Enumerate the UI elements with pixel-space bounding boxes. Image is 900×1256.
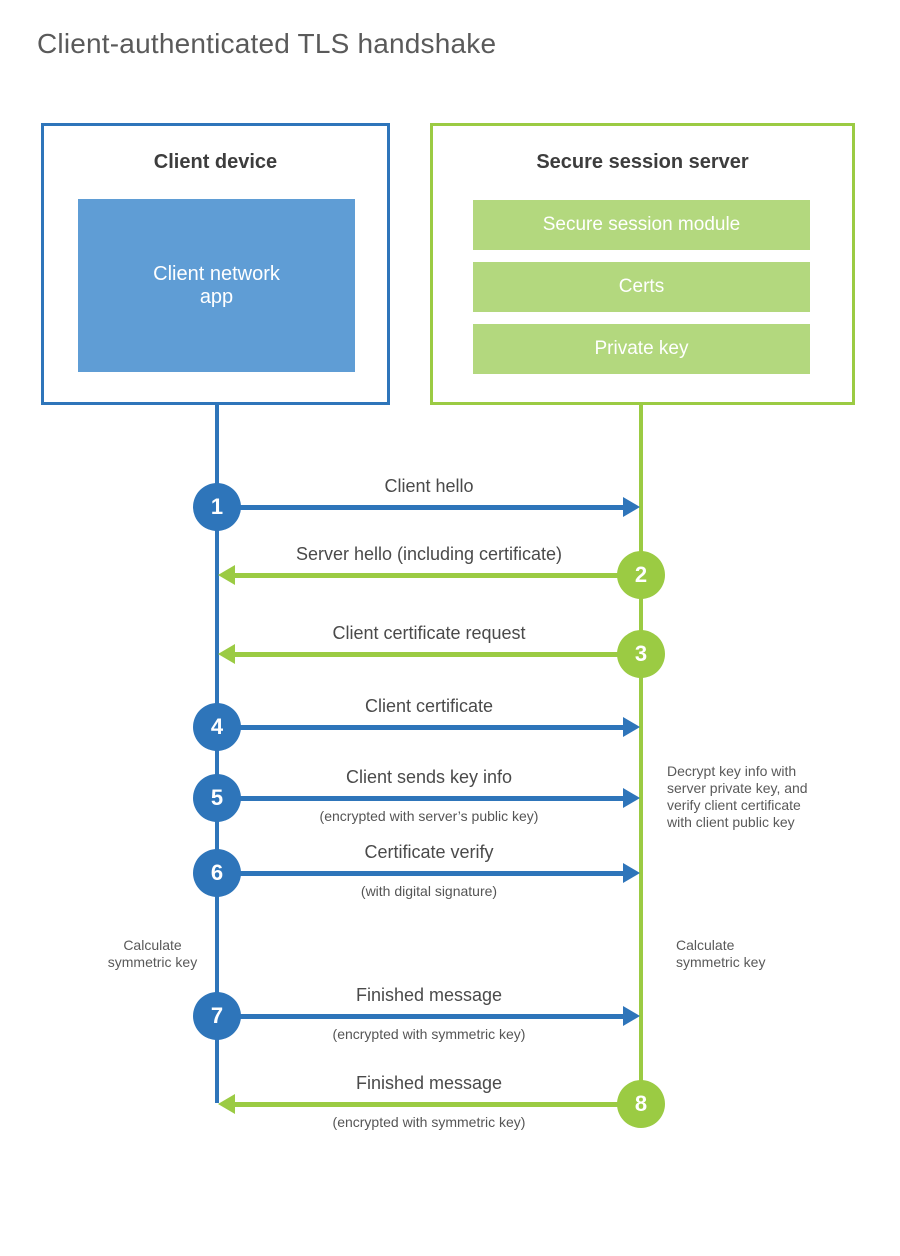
message-arrow-line (217, 505, 624, 510)
arrowhead-icon (623, 863, 640, 883)
message-sublabel: (encrypted with server’s public key) (319, 808, 539, 824)
client-network-app-rect: Client network app (78, 199, 355, 372)
arrowhead-icon (623, 717, 640, 737)
arrowhead-icon (623, 497, 640, 517)
server-lifeline (639, 405, 643, 1104)
message-sublabel: (with digital signature) (360, 883, 498, 899)
secure-session-server-box: Secure session server Secure session mod… (430, 123, 855, 405)
arrowhead-icon (218, 644, 235, 664)
client-lifeline (215, 405, 219, 1103)
calculate-symmetric-key-left: Calculate symmetric key (107, 937, 198, 970)
step-badge: 1 (193, 483, 241, 531)
arrowhead-icon (623, 1006, 640, 1026)
message-sublabel: (encrypted with symmetric key) (332, 1114, 526, 1130)
step-badge: 7 (193, 992, 241, 1040)
step-badge: 5 (193, 774, 241, 822)
message-arrow-line (217, 796, 624, 801)
secure-session-module-bar: Secure session module (473, 200, 810, 250)
message-label: Client hello (384, 476, 474, 496)
arrowhead-icon (623, 788, 640, 808)
arrowhead-icon (218, 565, 235, 585)
secure-session-server-title: Secure session server (536, 151, 749, 173)
certs-bar: Certs (473, 262, 810, 312)
page-title: Client-authenticated TLS handshake (37, 28, 497, 59)
message-arrow-line (233, 1102, 641, 1107)
client-device-box: Client device Client network app (41, 123, 390, 405)
message-arrow-line (233, 652, 641, 657)
step-badge: 3 (617, 630, 665, 678)
message-arrow-line (217, 1014, 624, 1019)
message-label: Client sends key info (345, 767, 513, 787)
step-badge: 4 (193, 703, 241, 751)
step-badge: 8 (617, 1080, 665, 1128)
private-key-bar: Private key (473, 324, 810, 374)
message-label: Client certificate request (332, 623, 526, 643)
message-arrow-line (233, 573, 641, 578)
arrowhead-icon (218, 1094, 235, 1114)
client-device-title: Client device (153, 151, 278, 173)
step-badge: 2 (617, 551, 665, 599)
message-label: Finished message (355, 1073, 503, 1093)
message-label: Server hello (including certificate) (295, 544, 563, 564)
decrypt-note: Decrypt key info with server private key… (667, 763, 808, 830)
step-badge: 6 (193, 849, 241, 897)
message-label: Finished message (355, 985, 503, 1005)
message-arrow-line (217, 725, 624, 730)
message-arrow-line (217, 871, 624, 876)
message-sublabel: (encrypted with symmetric key) (332, 1026, 526, 1042)
message-label: Client certificate (364, 696, 494, 716)
message-label: Certificate verify (364, 842, 494, 862)
calculate-symmetric-key-right: Calculate symmetric key (676, 937, 766, 970)
